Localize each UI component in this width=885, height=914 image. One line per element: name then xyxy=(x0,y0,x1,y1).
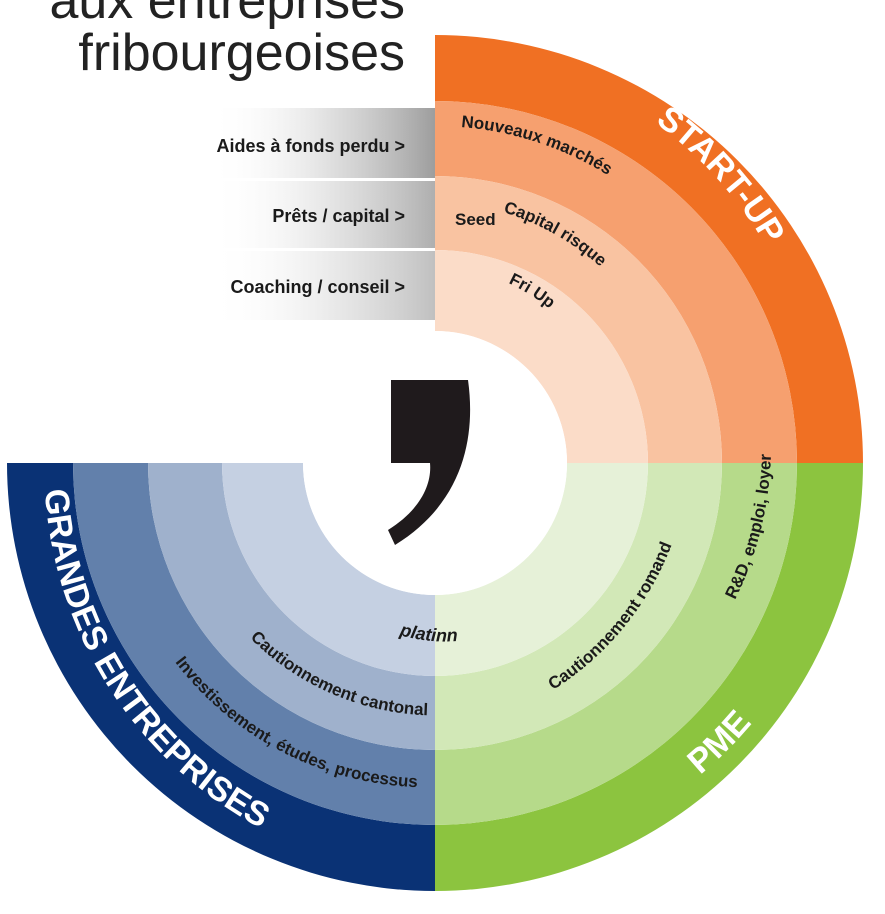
grandes-ring-4 xyxy=(222,463,435,676)
startup-ring-3 xyxy=(435,176,722,463)
pme-ring-2 xyxy=(435,463,797,825)
grandes-ring-1 xyxy=(7,463,435,891)
title-line-2: fribourgeoises xyxy=(78,24,405,82)
category-rows xyxy=(210,108,435,320)
startup-ring-2 xyxy=(435,101,797,463)
row-band-2 xyxy=(210,180,435,248)
title-line-1: aux entreprises xyxy=(49,0,405,30)
row-band-3 xyxy=(210,250,435,320)
pme-ring-1 xyxy=(435,463,863,891)
row-label-coaching: Coaching / conseil > xyxy=(230,277,405,297)
grandes-ring-2 xyxy=(73,463,435,825)
wheel-segments xyxy=(7,35,863,891)
grandes-ring-3 xyxy=(148,463,435,750)
row-band-1 xyxy=(210,108,435,178)
row-label-aides: Aides à fonds perdu > xyxy=(216,136,405,156)
startup-ring-4 xyxy=(435,250,648,463)
pme-ring-4 xyxy=(435,463,648,676)
pme-ring-3 xyxy=(435,463,722,750)
row-separator-1 xyxy=(210,179,435,181)
row-label-prets: Prêts / capital > xyxy=(272,206,405,226)
startup-ring-1 xyxy=(435,35,863,463)
startup-ring2a-text: Seed xyxy=(455,210,496,229)
comma-logo-icon xyxy=(388,380,471,545)
row-separator-2 xyxy=(210,249,435,251)
